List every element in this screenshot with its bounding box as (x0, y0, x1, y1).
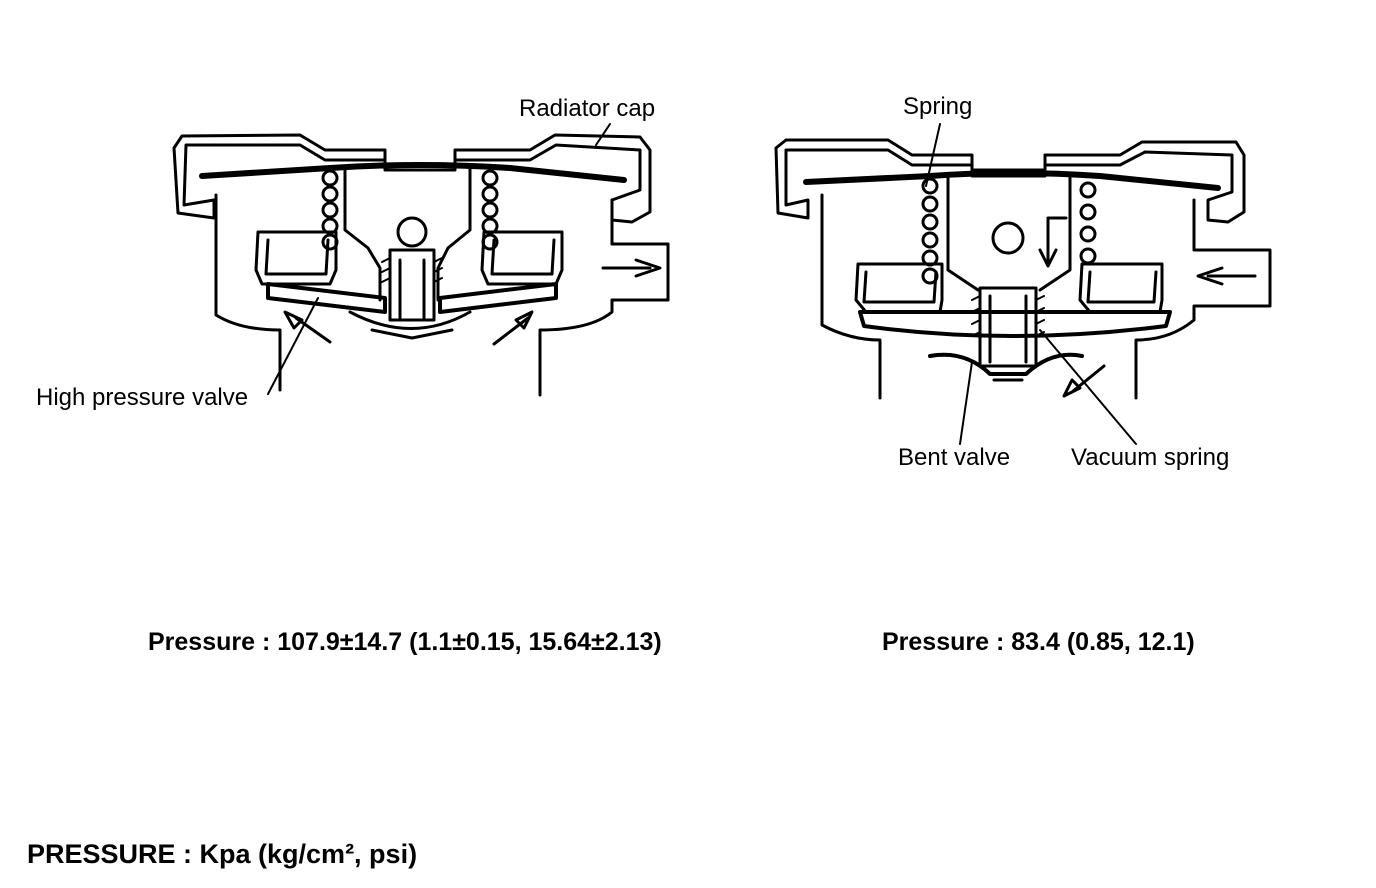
right-center-housing (946, 174, 1072, 292)
left-vacuum-ball (396, 216, 428, 248)
left-radiator-cap-leader (595, 123, 611, 146)
left-stem-spring (381, 257, 443, 283)
right-vacuum-spring (971, 295, 1045, 337)
left-filler-neck (214, 193, 282, 392)
right-vacuum-ball (991, 221, 1025, 255)
right-pressure-valve-plate (858, 310, 1172, 338)
right-inlet-arrow (1196, 266, 1257, 286)
right-bent-valve (928, 352, 1084, 376)
right-internal-flow-arrow (1038, 216, 1068, 268)
vacuum-spring-label: Vacuum spring (1071, 444, 1230, 471)
right-cap-shell (774, 138, 1246, 224)
left-flow-arrow-right (492, 310, 534, 346)
left-pressure-caption: Pressure : 107.9±14.7 (1.1±0.15, 15.64±2… (148, 628, 662, 656)
right-vacuum-stem (978, 286, 1038, 368)
right-inner-cup (854, 262, 944, 314)
right-main-spring-right (1079, 181, 1097, 265)
right-cap-assembly (774, 123, 1272, 445)
right-bent-valve-leader (959, 361, 973, 445)
left-flow-arrow-left (283, 310, 332, 344)
right-filler-neck (820, 193, 882, 400)
left-cap-shell (172, 133, 652, 224)
left-cap-assembly (172, 123, 670, 397)
left-center-housing (343, 166, 472, 302)
pressure-units-note: PRESSURE : Kpa (kg/cm², psi) (27, 839, 418, 869)
left-seal-gasket (199, 162, 627, 183)
high-pressure-valve-label: High pressure valve (36, 384, 249, 411)
right-seal-gasket (803, 170, 1221, 191)
left-high-pressure-valve (266, 282, 558, 314)
right-spring-leader (925, 123, 941, 187)
bent-valve-label: Bent valve (898, 444, 1011, 471)
right-pressure-caption: Pressure : 83.4 (0.85, 12.1) (882, 628, 1195, 656)
right-main-spring-left (921, 177, 939, 285)
left-main-spring-left (321, 169, 339, 251)
left-outlet-arrow (601, 258, 662, 278)
left-high-pressure-valve-leader (267, 297, 319, 395)
spring-label: Spring (903, 93, 973, 120)
left-main-spring-right (481, 169, 499, 251)
radiator-cap-label: Radiator cap (519, 95, 656, 122)
right-vacuum-spring-leader (1039, 329, 1137, 445)
right-flow-arrow (1062, 364, 1106, 398)
